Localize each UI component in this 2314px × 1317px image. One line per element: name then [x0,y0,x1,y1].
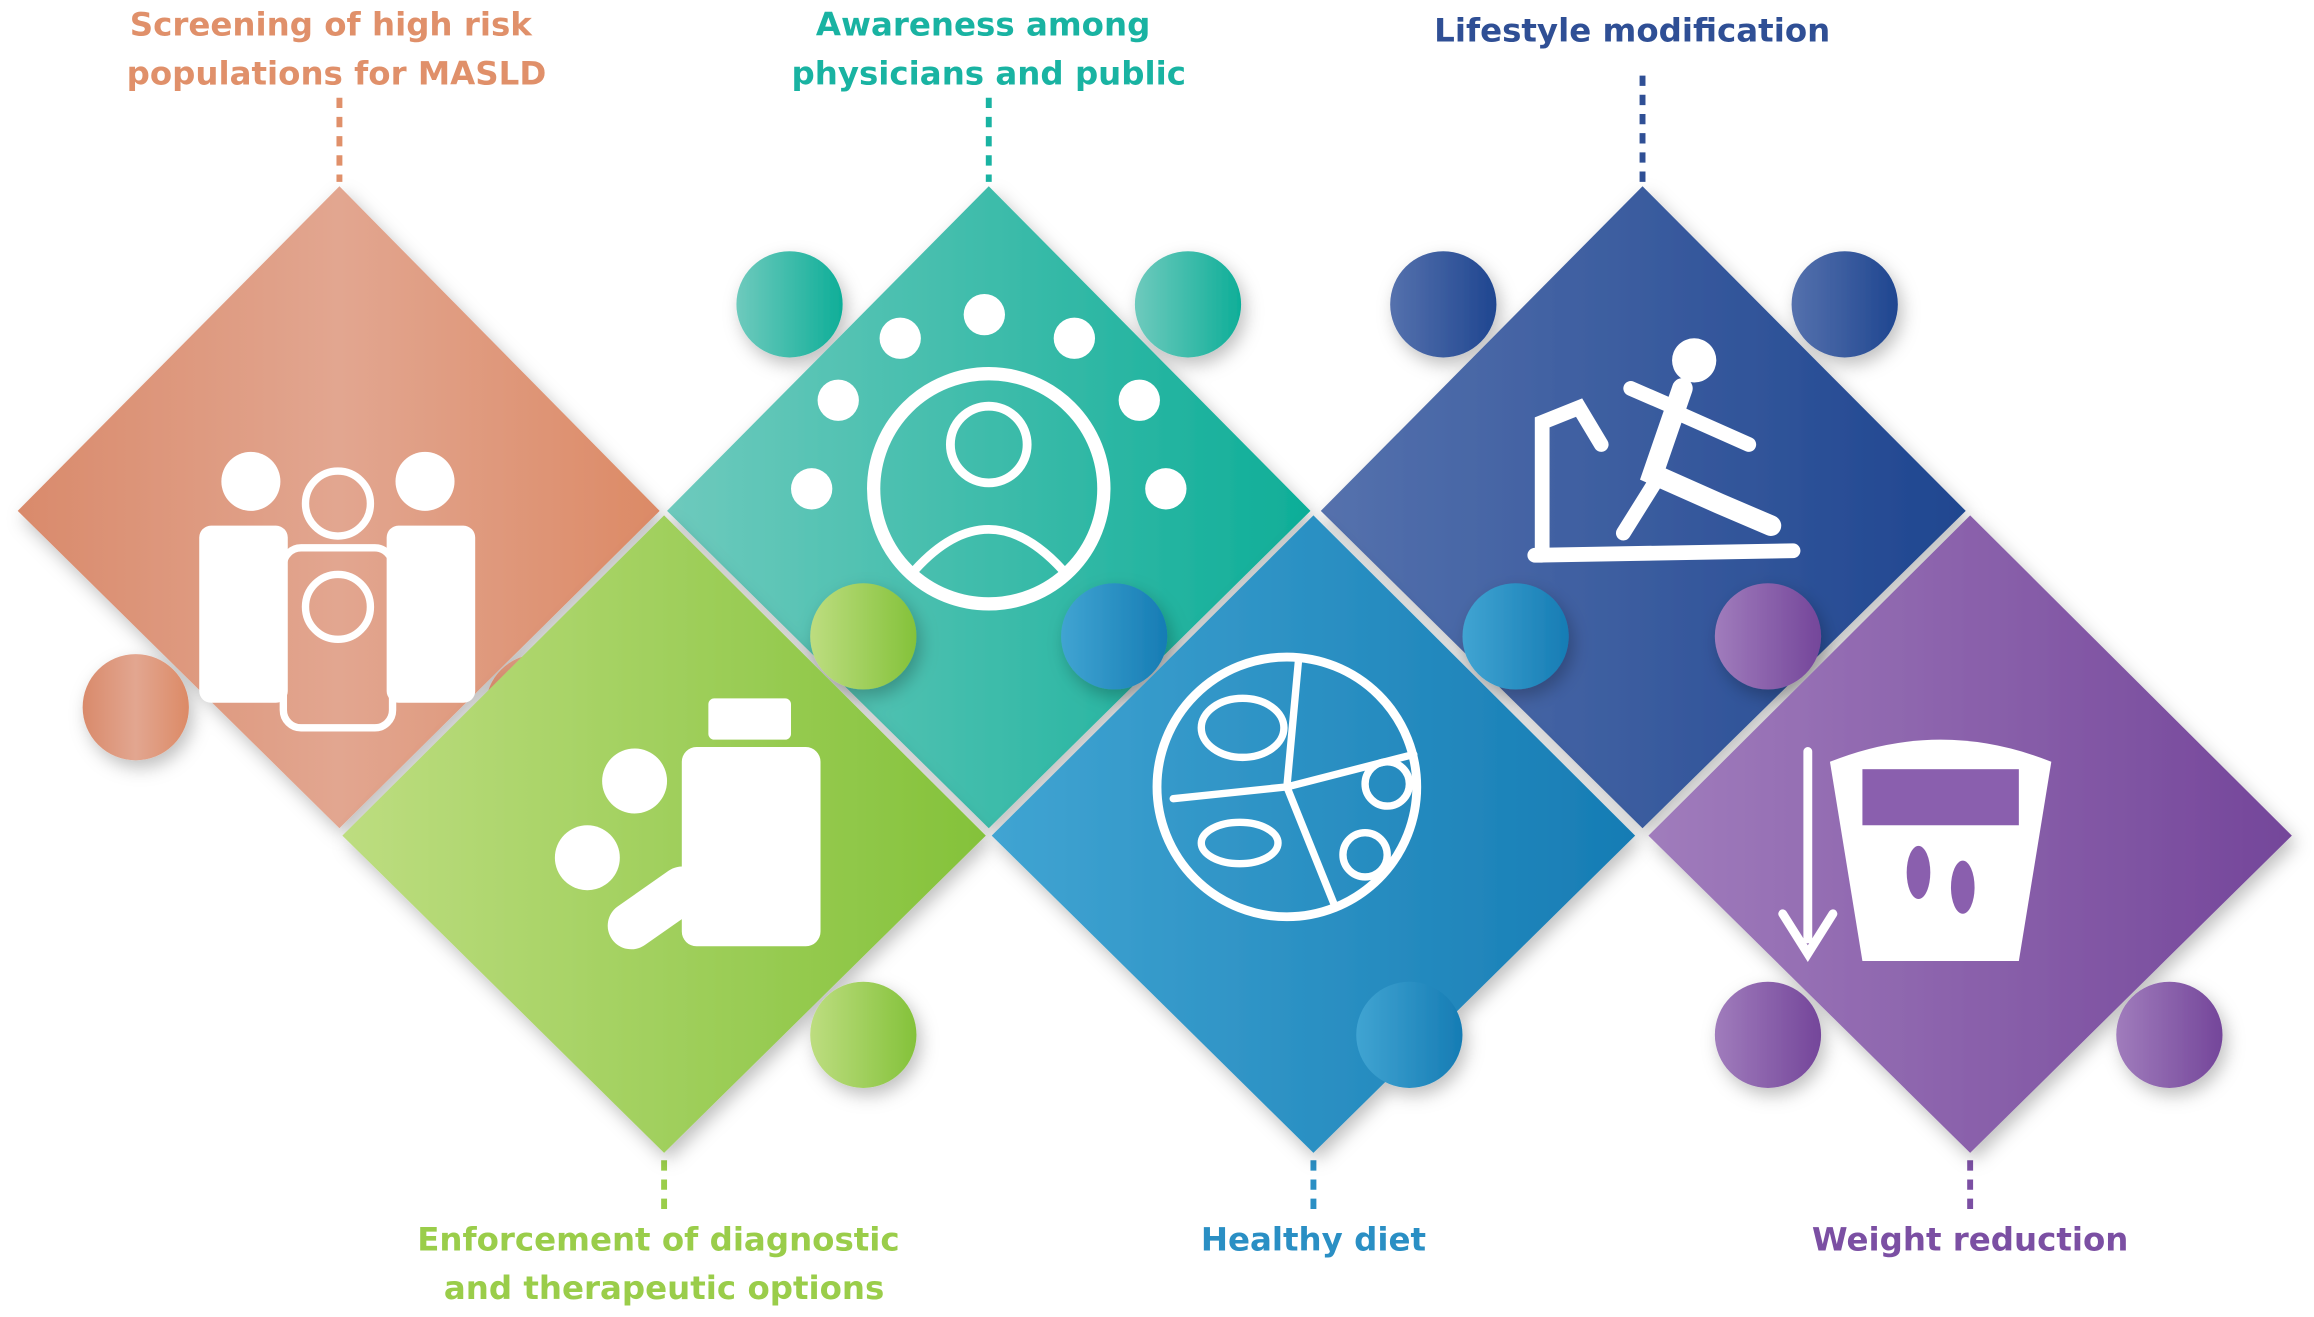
label-enforcement: Enforcement of diagnostic and therapeuti… [417,1220,911,1307]
pills-bottle-icon [554,698,821,950]
label-line: Screening of high risk [130,6,534,44]
label-weight: Weight reduction [1812,1220,2129,1258]
label-line: Enforcement of diagnostic [417,1220,899,1258]
connectors [336,75,1974,1212]
scale-icon [1778,739,2052,962]
puzzle-piece-diet [991,515,1636,1153]
label-line: and therapeutic options [444,1269,884,1307]
treadmill-runner-icon [1527,338,1801,563]
label-line: populations for MASLD [127,54,547,92]
label-lifestyle: Lifestyle modification [1434,12,1830,50]
label-line: Healthy diet [1201,1220,1426,1258]
food-plate-icon [1152,652,1422,922]
puzzle-piece-enforcement [342,515,986,1153]
label-line: Lifestyle modification [1434,12,1830,50]
label-screening: Screening of high risk populations for M… [127,6,547,93]
label-line: Awareness among [816,6,1150,44]
label-awareness: Awareness among physicians and public [792,6,1187,93]
label-line: physicians and public [792,54,1187,92]
label-line: Weight reduction [1812,1220,2129,1258]
label-diet: Healthy diet [1201,1220,1426,1258]
people-liver-icon [199,451,476,732]
doctor-crowd-icon [791,293,1187,611]
